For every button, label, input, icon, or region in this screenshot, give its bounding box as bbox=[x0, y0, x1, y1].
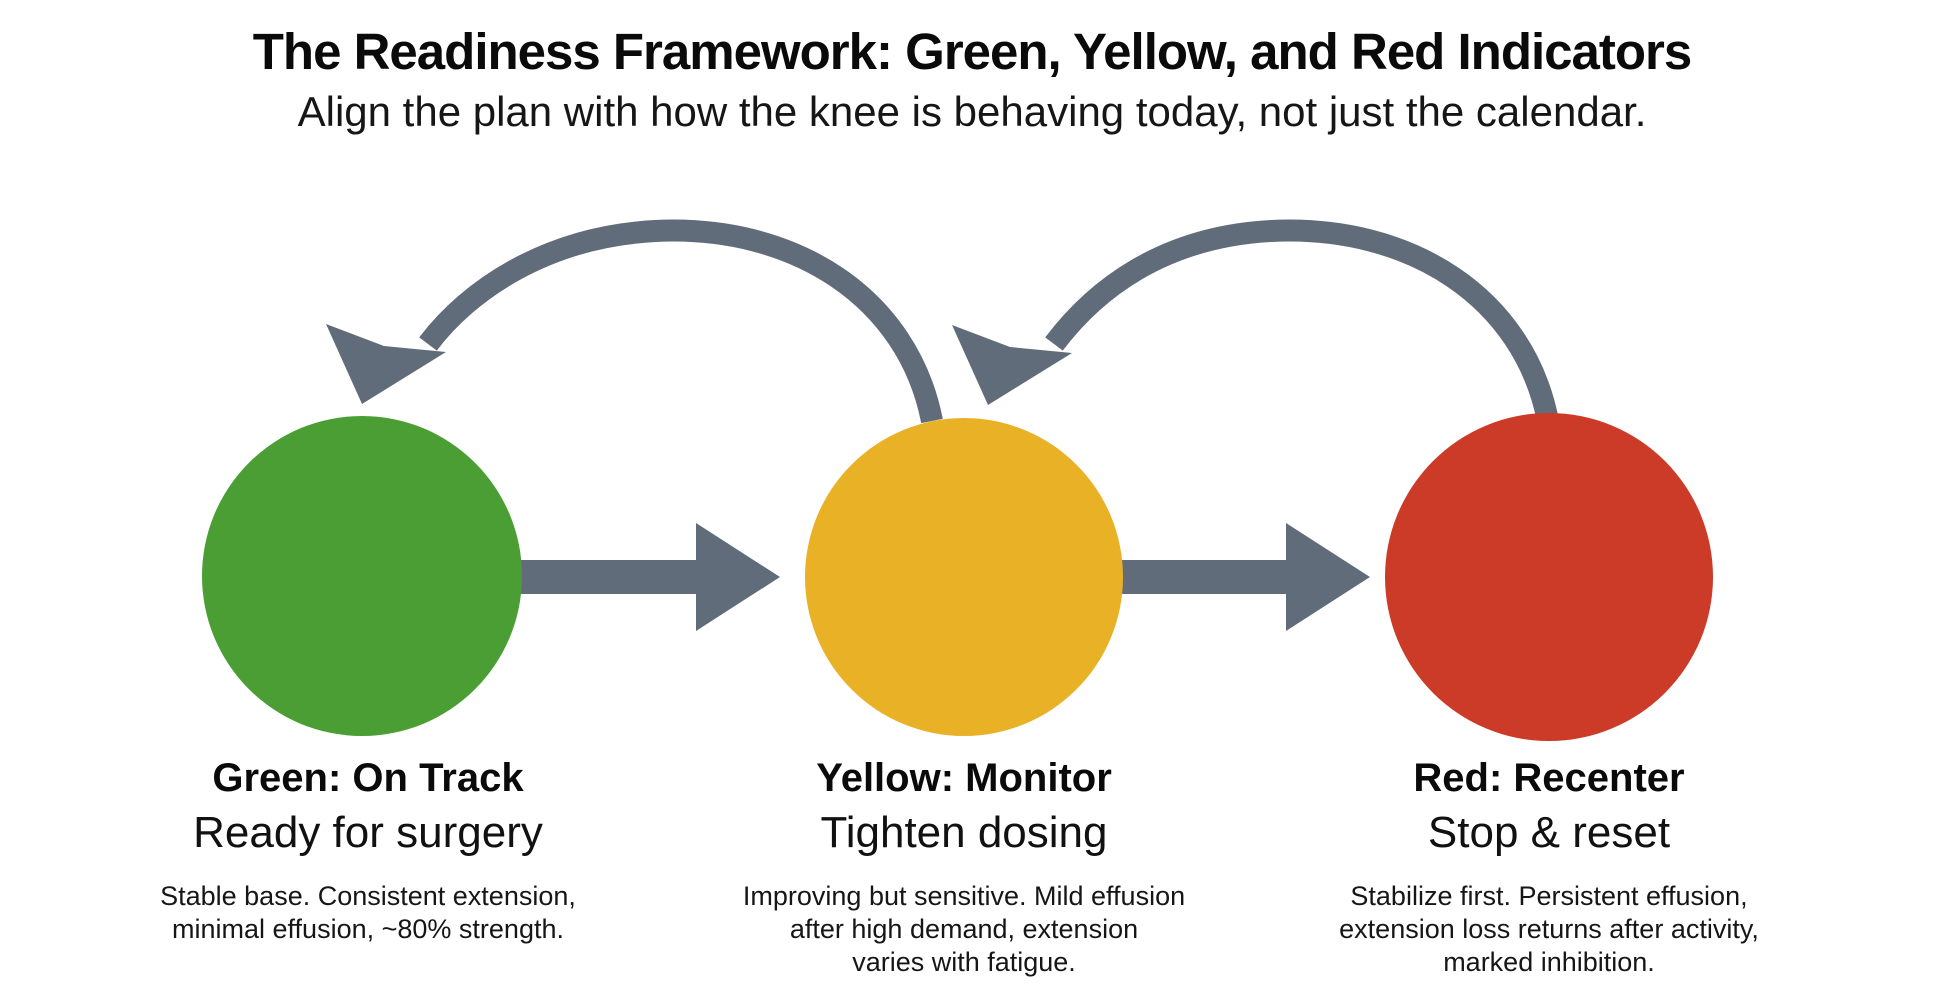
curved-arrow-red-to-yellow bbox=[952, 219, 1559, 424]
page-subtitle: Align the plan with how the knee is beha… bbox=[297, 88, 1647, 135]
yellow-status-circle bbox=[805, 418, 1123, 736]
stage-green-description: Stable base. Consistent extension, minim… bbox=[160, 881, 576, 944]
stage-red-action: Stop & reset bbox=[1427, 808, 1671, 857]
curved-arrow-red-to-yellow-stroke bbox=[1045, 219, 1559, 424]
red-status-circle bbox=[1385, 413, 1713, 741]
curved-arrowhead-icon bbox=[952, 325, 1072, 405]
page-title: The Readiness Framework: Green, Yellow, … bbox=[252, 23, 1692, 80]
stage-red-name: Red: Recenter bbox=[1413, 756, 1685, 800]
curved-arrow-yellow-to-green-stroke bbox=[419, 219, 943, 424]
stage-yellow-description: Improving but sensitive. Mild effusion a… bbox=[742, 881, 1186, 977]
stage-green-name: Green: On Track bbox=[212, 756, 524, 800]
green-status-circle bbox=[202, 416, 522, 736]
stage-yellow-name: Yellow: Monitor bbox=[816, 756, 1112, 800]
curved-arrow-yellow-to-green bbox=[326, 219, 943, 424]
curved-arrowhead-icon bbox=[326, 324, 446, 404]
stage-yellow-action: Tighten dosing bbox=[820, 808, 1108, 857]
stage-green-action: Ready for surgery bbox=[193, 808, 543, 857]
straight-arrow-green-to-yellow bbox=[520, 523, 780, 631]
straight-arrow-yellow-to-red bbox=[1110, 523, 1370, 631]
stage-red-description: Stabilize first. Persistent effusion, ex… bbox=[1339, 881, 1759, 977]
